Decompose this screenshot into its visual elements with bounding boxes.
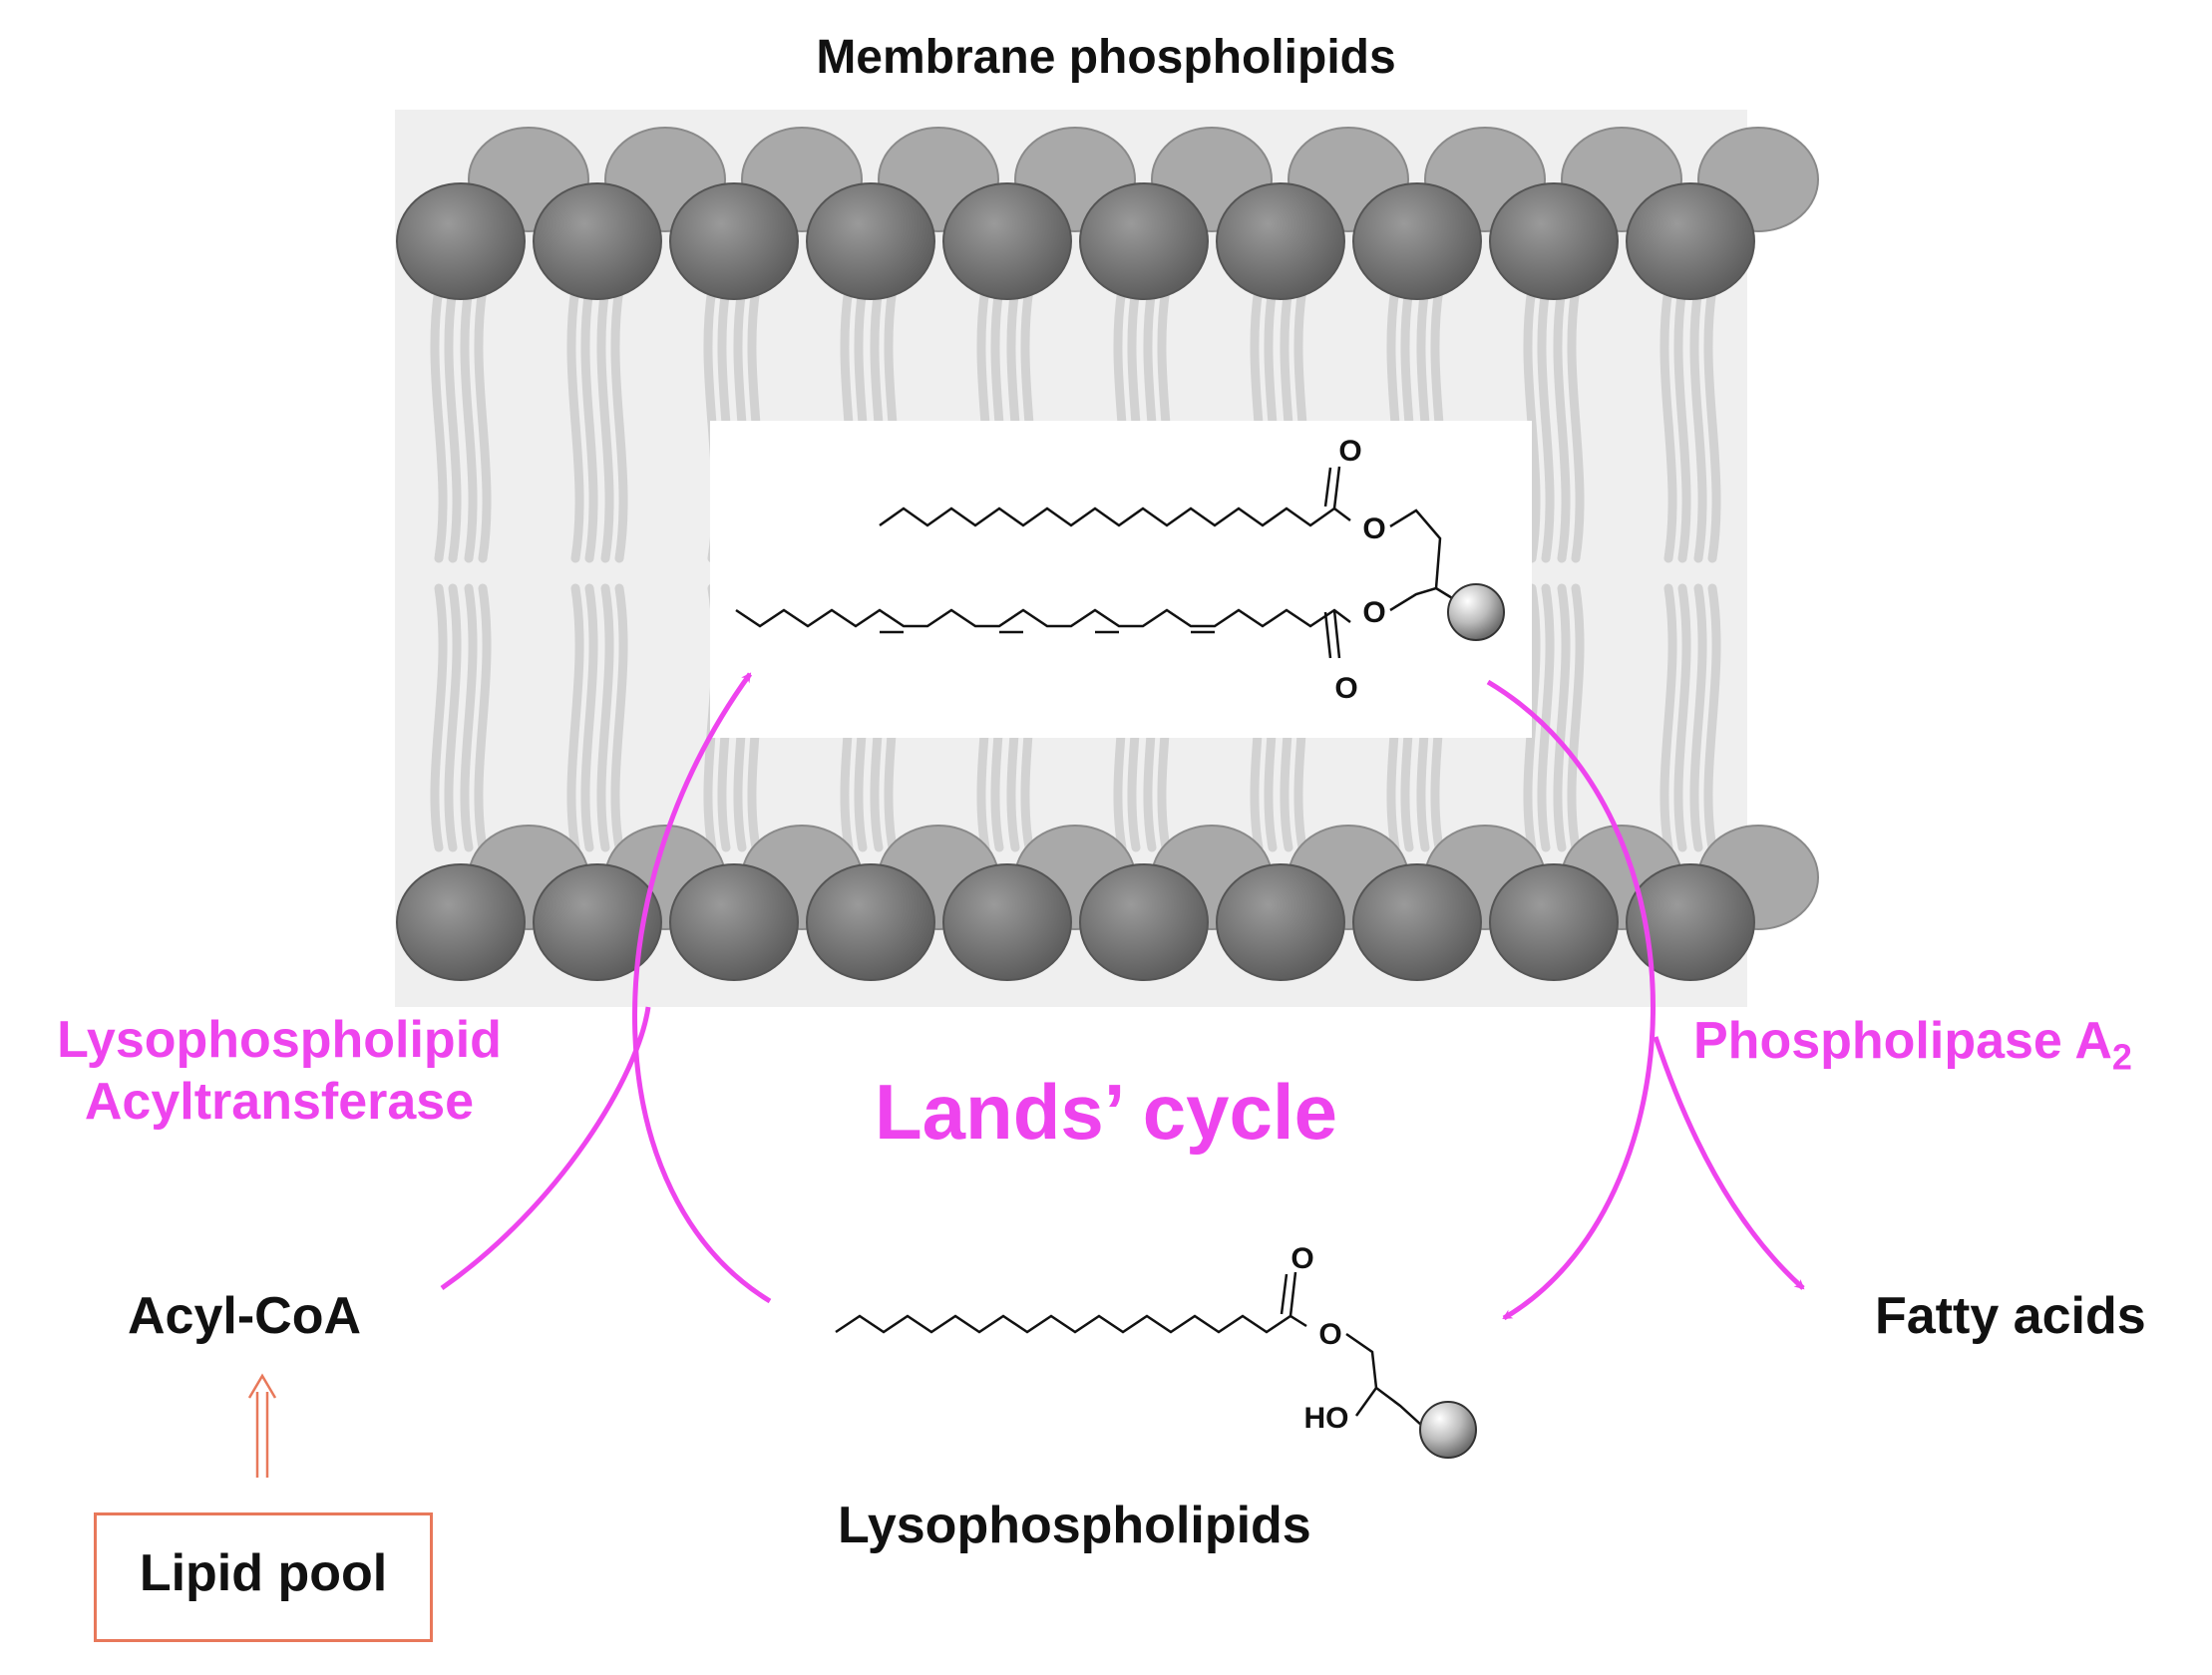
lipid-tail: [596, 583, 614, 852]
lipid-tail: [580, 583, 598, 852]
lipid-tail: [1689, 284, 1707, 563]
structure-panel: [710, 421, 1532, 738]
phospholipid-structure: O O O O: [710, 421, 1532, 738]
lyso-atom-o-carbonyl: O: [1290, 1242, 1313, 1275]
lipid-tail: [1567, 583, 1585, 852]
lipid-tail: [1703, 284, 1721, 563]
lipid-tail: [580, 284, 598, 563]
lipid-head: [396, 863, 526, 981]
acyl-coa-label: Acyl-CoA: [128, 1287, 362, 1345]
lysophospholipid-structure: O O HO: [835, 1242, 1477, 1459]
glycerol-backbone-lower: [1389, 586, 1463, 612]
lands-cycle-label: Lands’ cycle: [875, 1068, 1337, 1156]
acyltransferase-label-line2: Acyltransferase: [84, 1073, 475, 1131]
lipid-head: [806, 863, 935, 981]
lipid-tail: [566, 284, 584, 563]
lipid-tail: [596, 284, 614, 563]
lipid-tail: [1567, 284, 1585, 563]
lyso-hydroxyl-bond: [1354, 1387, 1378, 1417]
lipid-tail: [1659, 583, 1677, 852]
lyso-carbonyl-bond: [1289, 1271, 1297, 1317]
glycerol-backbone-upper: [1389, 508, 1442, 589]
lipid-head: [669, 863, 799, 981]
lyso-acyl-chain: [835, 1314, 1307, 1334]
lipid-head: [1216, 182, 1345, 300]
lipid-tail: [1673, 583, 1691, 852]
phospholipase-label-subscript: 2: [2111, 1036, 2132, 1078]
phospholipase-arrow: [1486, 679, 1656, 1321]
lyso-head-group-ball: [1419, 1401, 1477, 1459]
saturated-acyl-chain: [879, 506, 1351, 527]
lipid-tail: [444, 284, 462, 563]
lipid-pool-label: Lipid pool: [139, 1544, 388, 1602]
lipid-head: [669, 182, 799, 300]
acyltransferase-label: Lysophospholipid Acyltransferase: [20, 1009, 539, 1133]
acyltransferase-label-line1: Lysophospholipid: [57, 1011, 502, 1069]
unsaturated-acyl-chain: [735, 608, 1351, 628]
fatty-acid-release-arrow: [1653, 1036, 1805, 1290]
carbonyl-bond-2b: [1323, 611, 1332, 659]
lipid-tail: [1553, 284, 1571, 563]
fatty-acids-label: Fatty acids: [1875, 1287, 2146, 1345]
lipid-head: [396, 182, 526, 300]
carbonyl-bond-2: [1332, 609, 1341, 659]
membrane-phospholipids-title: Membrane phospholipids: [816, 31, 1396, 84]
lipid-tail: [1703, 583, 1721, 852]
lipid-head: [533, 863, 662, 981]
lipid-head: [1216, 863, 1345, 981]
lipid-head: [942, 863, 1072, 981]
atom-o-ester-2: O: [1362, 596, 1385, 629]
lipid-tail: [1537, 583, 1555, 852]
phospholipase-label-text: Phospholipase A: [1693, 1012, 2112, 1070]
lipid-tail: [566, 583, 584, 852]
lyso-carbonyl-bond-b: [1280, 1273, 1289, 1315]
carbonyl-bond-1b: [1323, 467, 1332, 507]
lipid-tail: [460, 583, 478, 852]
lipid-head: [1489, 863, 1619, 981]
lipid-head: [1489, 182, 1619, 300]
lipid-tail: [1659, 284, 1677, 563]
lipid-tail: [430, 583, 448, 852]
lipid-tail: [1689, 583, 1707, 852]
lipid-tail: [460, 284, 478, 563]
lipid-tail: [1553, 583, 1571, 852]
lipid-pool-arrow-head: [247, 1373, 277, 1399]
phospholipase-label: Phospholipase A2: [1693, 1011, 2132, 1078]
lyso-atom-ho: HO: [1304, 1402, 1349, 1435]
lipid-tail: [444, 583, 462, 852]
lipid-tail: [610, 583, 628, 852]
lipid-tail: [1537, 284, 1555, 563]
lipid-tail: [474, 284, 492, 563]
lyso-atom-o-ester: O: [1318, 1318, 1341, 1351]
atom-o-carbonyl-1: O: [1338, 435, 1361, 468]
lipid-head: [1626, 182, 1755, 300]
lipid-tail: [474, 583, 492, 852]
head-group-ball: [1447, 583, 1505, 641]
membrane-bilayer: [395, 110, 1819, 1007]
lipid-head: [1352, 863, 1482, 981]
atom-o-ester-1: O: [1362, 512, 1385, 545]
cycle-arrows: [440, 672, 1805, 1321]
atom-o-carbonyl-2: O: [1334, 672, 1357, 705]
carbonyl-bond-1: [1332, 466, 1341, 509]
lipid-head: [942, 182, 1072, 300]
lipid-head: [806, 182, 935, 300]
lipid-head: [1626, 863, 1755, 981]
lipid-pool-box: [94, 1512, 433, 1642]
lipid-heads-front: [396, 182, 1755, 981]
lipid-tail: [610, 284, 628, 563]
lipid-pool-arrow: [247, 1373, 277, 1478]
lipid-tail: [430, 284, 448, 563]
lysophospholipids-label: Lysophospholipids: [838, 1497, 1311, 1554]
acyltransferase-arrow: [632, 672, 772, 1304]
lipid-head: [533, 182, 662, 300]
acyl-coa-feed-arrow: [440, 1006, 651, 1291]
lipid-head: [1079, 863, 1209, 981]
lipid-head: [1352, 182, 1482, 300]
lipid-head: [1079, 182, 1209, 300]
lipid-tail: [1673, 284, 1691, 563]
